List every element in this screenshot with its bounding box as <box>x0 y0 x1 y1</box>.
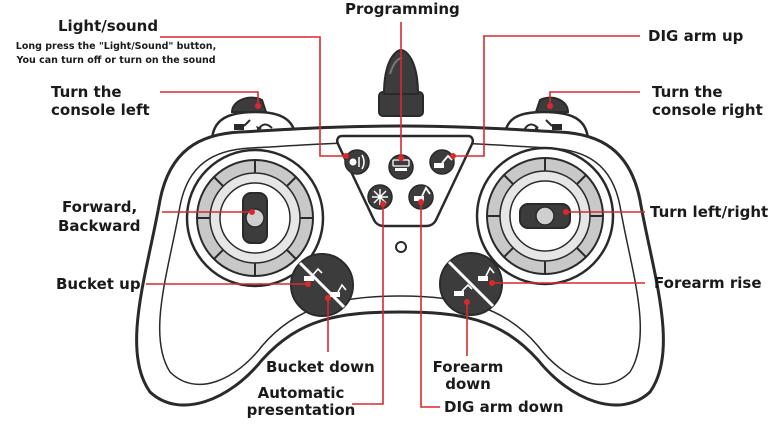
label-forward-backward-line-1: Forward, <box>62 198 138 216</box>
label-automatic-presentation-line-1: Automatic <box>257 384 345 402</box>
leader-console-left <box>160 91 259 104</box>
label-programming: Programming <box>345 0 460 18</box>
dig-arm-up-button[interactable] <box>429 149 455 175</box>
label-bucket-down: Bucket down <box>266 358 375 376</box>
leader-light-sound <box>160 36 344 157</box>
label-turn-console-right-line-2: console right <box>652 101 763 119</box>
leader-console-right <box>549 91 640 104</box>
label-forearm-down-line-1: Forearm <box>432 358 504 376</box>
excavator-arm-down-icon <box>414 186 431 201</box>
label-forearm-rise: Forearm rise <box>654 274 762 292</box>
excavator-arm-up-icon <box>434 154 453 168</box>
leader-dig-arm-down <box>420 204 440 408</box>
label-turn-left-right: Turn left/right <box>650 203 769 221</box>
light-sound-note-line-2: You can turn off or turn on the sound <box>16 55 216 66</box>
leader-automatic-presentation <box>352 206 384 405</box>
leader-lines <box>146 22 645 408</box>
bucket-up-icon <box>304 267 323 281</box>
label-turn-console-left-line-1: Turn the <box>51 83 122 101</box>
light-sound-icon <box>349 154 365 170</box>
label-forward-backward-line-2: Backward <box>58 217 141 235</box>
right-joystick[interactable] <box>475 146 615 286</box>
bucket-down-icon <box>330 283 347 297</box>
automatic-presentation-button[interactable] <box>367 184 393 210</box>
bucket-button[interactable] <box>290 253 354 317</box>
controller-inner-outline <box>158 141 642 386</box>
label-dig-arm-up: DIG arm up <box>648 27 744 45</box>
left-joystick[interactable] <box>185 148 325 288</box>
indicator-light <box>395 241 407 253</box>
label-forearm-down-line-2: down <box>445 375 491 393</box>
label-dig-arm-down: DIG arm down <box>444 398 564 416</box>
light-sound-note-line-1: Long press the "Light/Sound" button, <box>15 41 217 52</box>
forearm-button[interactable] <box>439 252 503 316</box>
forearm-down-icon <box>454 283 473 296</box>
label-turn-console-right-line-1: Turn the <box>652 83 723 101</box>
light-sound-button[interactable] <box>344 149 370 175</box>
label-light-sound: Light/sound <box>58 17 159 35</box>
label-turn-console-left-line-2: console left <box>51 101 150 119</box>
label-automatic-presentation-line-2: presentation <box>246 401 356 419</box>
label-bucket-up: Bucket up <box>56 275 141 293</box>
forearm-rise-icon <box>478 266 495 281</box>
leader-dig-arm-up <box>455 35 640 157</box>
sparkle-icon <box>372 189 388 205</box>
